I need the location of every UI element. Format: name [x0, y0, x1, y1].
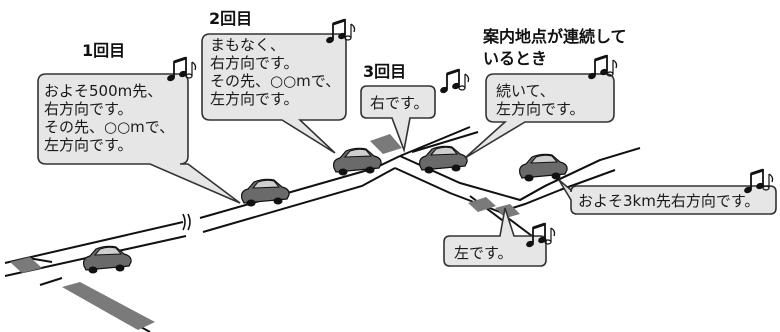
- road-break-mark: [182, 213, 191, 231]
- heading-continuous-line2: いるとき: [483, 49, 547, 68]
- bubble-line: まもなく、: [210, 36, 285, 54]
- heading-second: 2回目: [209, 9, 252, 28]
- car-icon: [333, 147, 382, 177]
- bubble-line: 続いて、: [496, 82, 555, 100]
- heading-continuous-line1: 案内地点が連続して: [482, 27, 627, 46]
- bubble-line: その先、○○mで、: [210, 72, 340, 90]
- speech-bubble-third: 右です。: [360, 85, 436, 153]
- speech-bubble-left: 左です。: [443, 207, 547, 267]
- car-icon: [419, 145, 468, 175]
- bubble-line: およそ500m先、: [44, 82, 162, 100]
- bubble-line: 左です。: [454, 244, 513, 262]
- heading-third: 3回目: [363, 62, 406, 81]
- speech-bubble-second: まもなく、 右方向です。 その先、○○mで、 左方向です。: [201, 33, 347, 154]
- speech-bubble-first: およそ500m先、 右方向です。 その先、○○mで、 左方向です。: [37, 73, 241, 204]
- car-icon: [241, 178, 290, 208]
- heading-first: 1回目: [82, 41, 125, 60]
- bubble-line: 左方向です。: [44, 136, 133, 154]
- bubble-line: その先、○○mで、: [44, 118, 174, 136]
- bubble-line: 左方向です。: [210, 90, 299, 108]
- intersection-markings: [10, 134, 520, 330]
- music-note-icon: [437, 68, 471, 96]
- bubble-line: 右です。: [370, 94, 429, 112]
- bubble-line: 左方向です。: [496, 100, 585, 118]
- speech-bubble-approach: およそ3km先右方向です。: [558, 179, 777, 215]
- car-icon: [518, 153, 568, 183]
- bubble-line: 右方向です。: [44, 100, 133, 118]
- speech-bubble-continuous: 続いて、 左方向です。: [464, 73, 615, 159]
- bubble-line: およそ3km先右方向です。: [578, 192, 759, 210]
- bubble-line: 右方向です。: [210, 54, 299, 72]
